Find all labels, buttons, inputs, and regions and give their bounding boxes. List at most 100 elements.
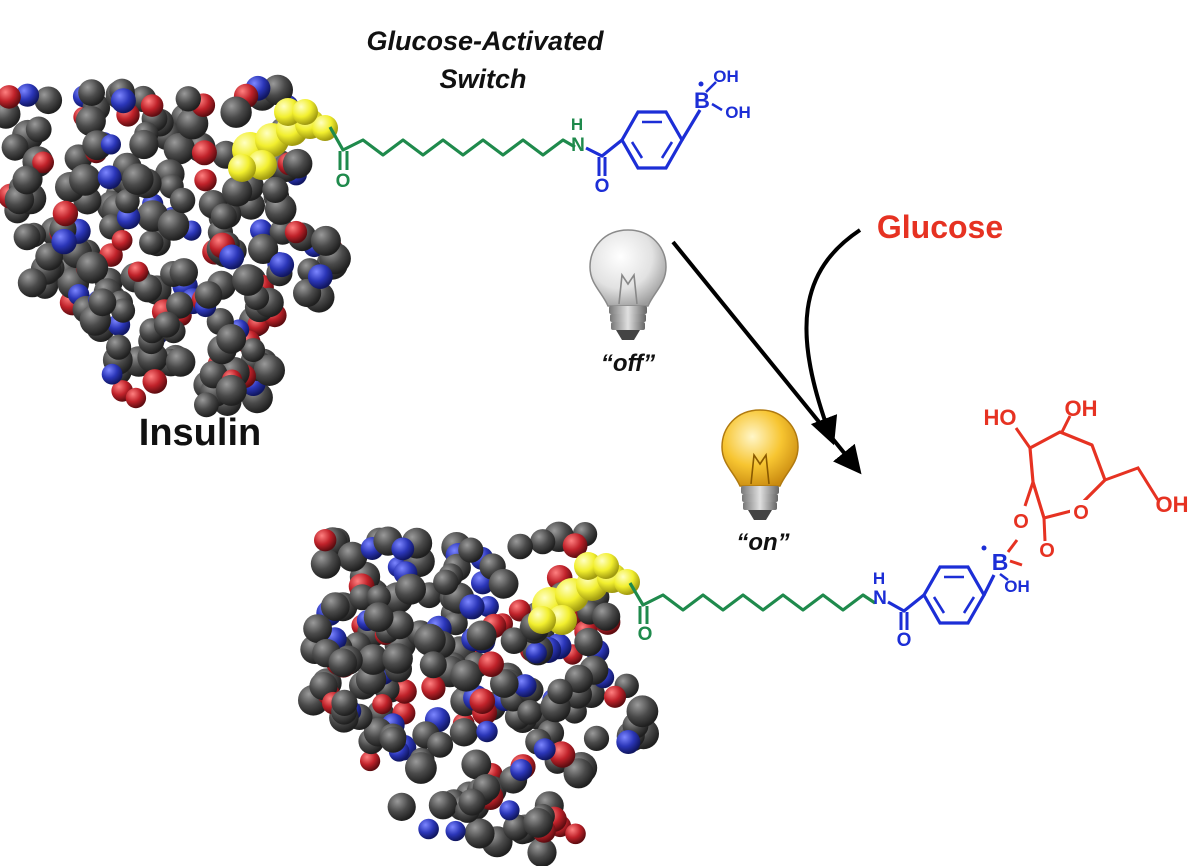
- atom-nitrogen: [525, 642, 547, 664]
- atom-oxygen: [603, 685, 627, 708]
- atom-carbon: [69, 164, 101, 196]
- atom-oxygen: [360, 750, 381, 772]
- atom-oxygen: [32, 151, 54, 174]
- atom-oxygen: [284, 220, 308, 244]
- glucose-ring-o: O: [1073, 502, 1089, 524]
- atom-carbon: [220, 96, 252, 128]
- atom-carbon: [169, 258, 198, 287]
- glucose-label: Glucose: [877, 209, 1003, 245]
- atom-nitrogen: [307, 264, 333, 289]
- atom-carbon: [387, 792, 416, 822]
- atom-carbon: [583, 725, 610, 752]
- atom-sulfur: [593, 553, 619, 579]
- atom-sulfur: [547, 605, 577, 635]
- atom-carbon: [433, 569, 459, 595]
- light-bulb-off-icon: [589, 229, 667, 340]
- atom-carbon: [241, 338, 266, 363]
- atom-carbon: [262, 74, 293, 106]
- atom-nitrogen: [418, 818, 439, 840]
- atom-nitrogen: [97, 165, 122, 190]
- glucose-pyranose-ring: [1028, 430, 1107, 520]
- atom-carbon: [163, 133, 195, 165]
- atom-carbon: [78, 79, 105, 106]
- atom-carbon: [122, 163, 154, 195]
- atom-nitrogen: [51, 228, 77, 255]
- atom-carbon: [328, 648, 358, 677]
- atom-carbon: [458, 788, 486, 816]
- atom-oxygen: [52, 200, 79, 227]
- atom-oxygen: [140, 94, 164, 117]
- bottom-amide-o: O: [897, 630, 912, 651]
- atom-carbon: [331, 689, 358, 717]
- bottom-nh-label-h: H: [873, 569, 885, 588]
- atom-carbon: [449, 718, 479, 747]
- atom-carbon: [248, 233, 279, 264]
- atom-carbon: [175, 86, 201, 112]
- off-label: “off”: [601, 350, 655, 377]
- atom-carbon: [464, 818, 495, 849]
- atom-oxygen: [372, 694, 393, 715]
- atom-carbon: [530, 529, 556, 555]
- insulin-protein-bottom: [298, 521, 659, 866]
- atom-carbon: [450, 659, 483, 692]
- top-oh-2: OH: [725, 103, 751, 122]
- top-linker: O H N O B OH OH: [328, 67, 751, 197]
- bottom-alkyl-chain: [628, 582, 876, 612]
- atom-nitrogen: [110, 88, 136, 114]
- atom-carbon: [320, 592, 350, 621]
- top-phenyl-ring: [620, 110, 684, 170]
- atom-carbon: [427, 731, 454, 758]
- atom-carbon: [262, 176, 289, 203]
- atom-carbon: [366, 584, 391, 610]
- atom-carbon: [413, 623, 446, 656]
- bottom-phenyl-ring: [922, 565, 986, 625]
- atom-oxygen: [125, 387, 147, 409]
- atom-oxygen: [421, 676, 446, 701]
- atom-carbon: [110, 298, 136, 323]
- atom-oxygen: [549, 742, 576, 768]
- atom-nitrogen: [499, 800, 520, 821]
- atom-nitrogen: [15, 83, 40, 107]
- atom-carbon: [466, 620, 497, 651]
- insulin-label: Insulin: [139, 412, 261, 454]
- curved-arrow-icon: [804, 228, 862, 446]
- atom-carbon: [166, 291, 194, 319]
- atom-carbon: [310, 548, 341, 579]
- glucose-oh-3: OH: [1156, 492, 1189, 517]
- light-bulb-on-icon: [721, 409, 799, 520]
- atom-carbon: [115, 188, 140, 214]
- atom-carbon: [12, 165, 42, 195]
- atom-carbon: [34, 86, 63, 115]
- bottom-ring-o-2: O: [1039, 540, 1055, 562]
- atom-oxygen: [0, 85, 21, 109]
- atom-oxygen: [191, 140, 217, 166]
- atom-carbon: [500, 627, 528, 654]
- atom-carbon: [17, 268, 47, 298]
- top-ketone-o: O: [336, 171, 351, 192]
- atom-oxygen: [127, 261, 149, 282]
- atom-carbon: [310, 225, 341, 256]
- atom-carbon: [165, 347, 196, 377]
- atom-carbon: [215, 374, 247, 406]
- atom-nitrogen: [459, 594, 485, 620]
- atom-nitrogen: [476, 720, 498, 743]
- atom-sulfur: [228, 154, 256, 182]
- glucose-oh-2: OH: [1065, 396, 1098, 421]
- title-line-1: Glucose-Activated: [366, 26, 604, 56]
- top-nh-label-h: H: [571, 115, 583, 134]
- atom-carbon: [75, 105, 106, 137]
- atom-carbon: [357, 644, 389, 675]
- atom-carbon: [169, 187, 196, 214]
- atom-carbon: [458, 537, 484, 563]
- atom-carbon: [106, 334, 132, 360]
- atom-oxygen: [314, 529, 337, 552]
- atom-carbon: [13, 223, 41, 251]
- atom-sulfur: [292, 99, 318, 125]
- atom-oxygen: [142, 369, 168, 394]
- atom-carbon: [253, 354, 285, 386]
- atom-carbon: [194, 281, 223, 309]
- glucose-ho-1: HO: [984, 405, 1017, 430]
- insulin-protein-top: [0, 74, 351, 418]
- atom-oxygen: [565, 823, 586, 845]
